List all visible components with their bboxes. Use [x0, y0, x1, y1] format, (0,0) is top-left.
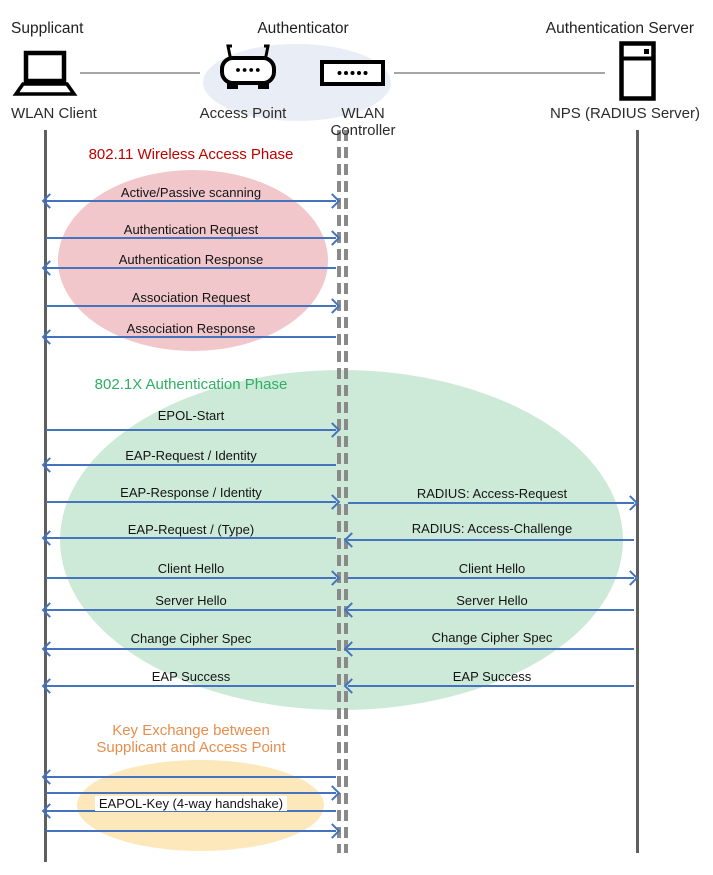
message-arrow: [41, 329, 336, 345]
phase-title-80211: 802.11 Wireless Access Phase: [88, 146, 294, 163]
message-label: Active/Passive scanning: [120, 185, 262, 200]
lifeline-wlan-client: [43, 130, 47, 862]
message-label-text: EAPOL-Key (4-way handshake): [94, 796, 288, 811]
lifeline-wlan-controller: [344, 130, 349, 853]
message-arrow: [41, 193, 341, 209]
phase-title-key-exchange: Key Exchange between Supplicant and Acce…: [45, 722, 337, 756]
message-arrow: [41, 602, 336, 618]
message-label: EAP-Request / (Type): [127, 522, 255, 537]
message-arrow: [343, 678, 634, 694]
message-arrow: [343, 532, 634, 548]
message-label: EPOL-Start: [157, 408, 225, 423]
message-label: Association Response: [126, 321, 256, 336]
role-authenticator: Authenticator: [257, 20, 349, 37]
message-arrow-handshake-2: [46, 785, 341, 801]
message-label: Change Cipher Spec: [130, 631, 252, 646]
message-arrow: [41, 678, 336, 694]
message-label: Client Hello: [458, 561, 526, 576]
device-wlan-client: WLAN Client: [11, 105, 97, 122]
message-arrow: [46, 494, 341, 510]
message-arrow: [46, 230, 341, 246]
wlan-controller-icon: [320, 60, 385, 92]
laptop-icon: [12, 50, 78, 103]
message-arrow: [348, 495, 639, 511]
role-authentication-server: Authentication Server: [545, 20, 694, 37]
message-arrow-handshake-1: [41, 769, 336, 785]
message-label: Authentication Response: [118, 252, 264, 267]
message-arrow: [46, 298, 341, 314]
phase-title-key-exchange-line2: Supplicant and Access Point: [96, 739, 286, 756]
message-arrow: [41, 457, 336, 473]
message-arrow: [41, 530, 336, 546]
message-arrow: [46, 570, 341, 586]
message-label: EAP Success: [452, 669, 532, 684]
server-icon: [619, 41, 656, 106]
message-arrow-handshake-4: [46, 823, 341, 839]
device-wlan-controller: WLAN Controller: [330, 105, 396, 139]
message-arrow: [343, 641, 634, 657]
message-label: Change Cipher Spec: [431, 630, 553, 645]
message-label: EAP Success: [151, 669, 231, 684]
message-label: Authentication Request: [123, 222, 259, 237]
message-arrow: [343, 602, 634, 618]
phase-title-8021x: 802.1X Authentication Phase: [94, 376, 288, 393]
message-arrow: [41, 641, 336, 657]
role-supplicant: Supplicant: [11, 20, 84, 37]
lifeline-access-point: [337, 130, 341, 853]
message-arrow: [46, 422, 341, 438]
access-point-icon: [219, 43, 277, 97]
connector-controller-server: [394, 71, 605, 74]
message-arrow: [41, 260, 336, 276]
message-label: Association Request: [131, 290, 251, 305]
message-arrow-handshake-3: [41, 803, 336, 819]
message-label: EAP-Request / Identity: [125, 448, 257, 463]
message-label: RADIUS: Access-Challenge: [411, 521, 573, 536]
device-access-point: Access Point: [199, 105, 287, 122]
message-label-eapol-key: EAPOL-Key (4-way handshake): [45, 795, 337, 812]
connector-client-ap: [80, 71, 200, 74]
message-label: Client Hello: [157, 561, 225, 576]
message-label: Server Hello: [456, 593, 528, 608]
device-nps: NPS (RADIUS Server): [549, 105, 700, 122]
phase-title-key-exchange-line1: Key Exchange between: [112, 722, 270, 739]
lifeline-nps-server: [635, 130, 639, 853]
message-label: EAP-Response / Identity: [120, 485, 262, 500]
message-label: RADIUS: Access-Request: [416, 486, 568, 501]
message-arrow: [348, 570, 639, 586]
message-label: Server Hello: [155, 593, 227, 608]
